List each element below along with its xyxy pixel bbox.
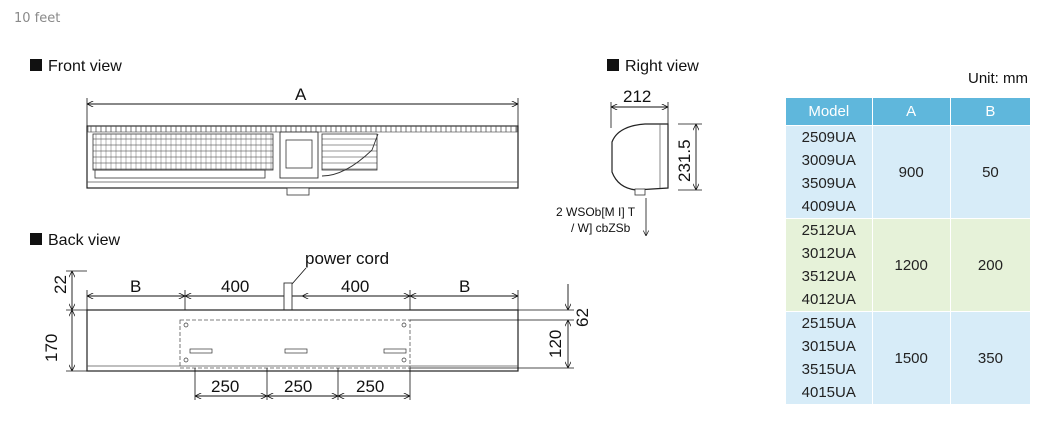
right-note-line2: / W] cbZSb bbox=[571, 221, 631, 235]
power-cord-label: power cord bbox=[305, 249, 389, 268]
b-value: 200 bbox=[949, 218, 1032, 312]
back-view-bullet bbox=[30, 233, 42, 245]
model-name: 2509UA bbox=[801, 129, 856, 146]
back-dim-400-left: 400 bbox=[221, 277, 249, 296]
front-view: Front view A bbox=[30, 58, 519, 196]
model-name: 4009UA bbox=[801, 198, 856, 215]
model-name: 4015UA bbox=[801, 384, 856, 401]
back-unit-body bbox=[86, 309, 519, 372]
back-dim-bottom-1: 250 bbox=[211, 377, 239, 396]
right-view-label: Right view bbox=[625, 58, 699, 75]
back-dim-top-offset: 22 bbox=[51, 275, 70, 294]
right-note-line1: 2 WSOb[M I] T bbox=[556, 205, 636, 219]
page-caption: 10 feet bbox=[14, 11, 61, 26]
model-name: 2512UA bbox=[801, 222, 856, 239]
back-dim-bottom-2: 250 bbox=[284, 377, 312, 396]
header-model: Model bbox=[785, 97, 873, 126]
right-dim-depth-label: 212 bbox=[623, 87, 651, 106]
back-dim-height: 170 bbox=[42, 334, 61, 362]
model-cell: 2509UA 3009UA 3509UA 4009UA bbox=[785, 125, 873, 219]
table-row: 2509UA 3009UA 3509UA 4009UA 900 50 bbox=[785, 125, 1032, 219]
back-view: Back view B 400 400 B power cord bbox=[30, 232, 592, 400]
back-dim-b-left: B bbox=[130, 277, 141, 296]
header-b: B bbox=[949, 97, 1032, 126]
unit-label: Unit: mm bbox=[968, 70, 1028, 87]
mounting-bracket bbox=[179, 319, 411, 369]
back-dim-right-offset: 62 bbox=[573, 308, 592, 327]
back-dim-b-right: B bbox=[459, 277, 470, 296]
b-value: 350 bbox=[949, 311, 1032, 405]
table-row: 2515UA 3015UA 3515UA 4015UA 1500 350 bbox=[785, 311, 1032, 405]
right-dim-height-label: 231.5 bbox=[675, 139, 694, 182]
model-name: 3509UA bbox=[801, 175, 856, 192]
header-a: A bbox=[871, 97, 951, 126]
model-dimension-table: Model A B 2509UA 3009UA 3509UA 4009UA 90… bbox=[785, 97, 1032, 405]
model-name: 3012UA bbox=[801, 245, 856, 262]
right-unit-profile bbox=[611, 123, 669, 191]
table-header-row: Model A B bbox=[785, 97, 1032, 126]
model-name: 4012UA bbox=[801, 291, 856, 308]
back-dim-bottom-3: 250 bbox=[356, 377, 384, 396]
model-name: 3512UA bbox=[801, 268, 856, 285]
table-row: 2512UA 3012UA 3512UA 4012UA 1200 200 bbox=[785, 218, 1032, 312]
model-cell: 2512UA 3012UA 3512UA 4012UA bbox=[785, 218, 873, 312]
front-view-bullet bbox=[30, 59, 42, 71]
b-value: 50 bbox=[949, 125, 1032, 219]
right-view-bullet bbox=[607, 59, 619, 71]
model-name: 3515UA bbox=[801, 361, 856, 378]
back-dim-bracket-height: 120 bbox=[546, 330, 565, 358]
model-name: 2515UA bbox=[801, 315, 856, 332]
front-dim-a-label: A bbox=[295, 85, 307, 104]
back-dim-400-right: 400 bbox=[341, 277, 369, 296]
model-cell: 2515UA 3015UA 3515UA 4015UA bbox=[785, 311, 873, 405]
right-view: Right view 212 231.5 2 WSOb[M I] T / W] … bbox=[556, 58, 702, 236]
a-value: 1500 bbox=[871, 311, 951, 405]
a-value: 1200 bbox=[871, 218, 951, 312]
front-view-label: Front view bbox=[48, 58, 122, 75]
model-name: 3009UA bbox=[801, 152, 856, 169]
a-value: 900 bbox=[871, 125, 951, 219]
model-name: 3015UA bbox=[801, 338, 856, 355]
back-view-label: Back view bbox=[48, 232, 120, 249]
